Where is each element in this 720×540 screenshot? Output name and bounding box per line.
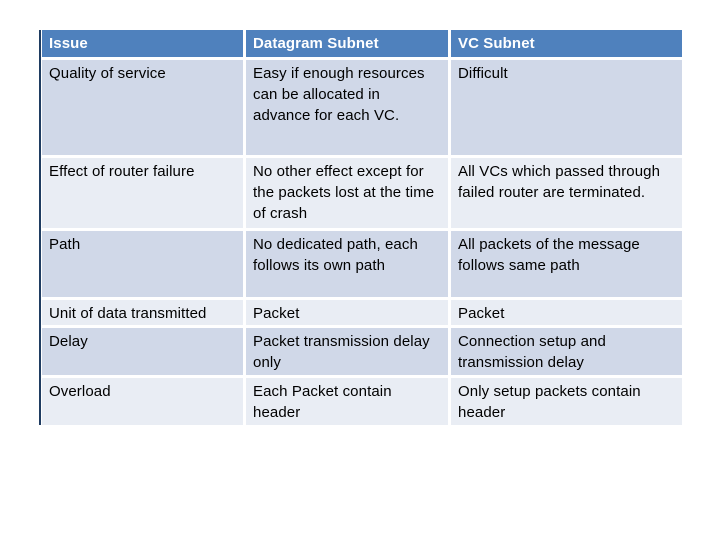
row-quality-issue-cell: Quality of service [42, 60, 243, 155]
row-overload-datagram-cell: Each Packet contain header [246, 378, 448, 425]
table-left-accent-border [39, 30, 41, 425]
row-delay-vc-cell: Connection setup and transmission delay [451, 328, 682, 375]
row-router-failure-datagram-cell: No other effect except for the packets l… [246, 158, 448, 228]
column-header-issue: Issue [42, 30, 243, 57]
row-delay-datagram-cell: Packet transmission delay only [246, 328, 448, 375]
row-overload-issue-cell: Overload [42, 378, 243, 425]
row-unit-issue-cell: Unit of data transmitted [42, 300, 243, 325]
row-router-failure-vc-cell: All VCs which passed through failed rout… [451, 158, 682, 228]
row-quality-datagram-cell: Easy if enough resources can be allocate… [246, 60, 448, 155]
row-quality-vc-cell: Difficult [451, 60, 682, 155]
column-header-datagram-subnet: Datagram Subnet [246, 30, 448, 57]
column-header-vc-subnet: VC Subnet [451, 30, 682, 57]
row-path-issue-cell: Path [42, 231, 243, 297]
row-path-vc-cell: All packets of the message follows same … [451, 231, 682, 297]
row-unit-vc-cell: Packet [451, 300, 682, 325]
row-delay-issue-cell: Delay [42, 328, 243, 375]
row-path-datagram-cell: No dedicated path, each follows its own … [246, 231, 448, 297]
row-overload-vc-cell: Only setup packets contain header [451, 378, 682, 425]
comparison-table: Issue Datagram Subnet VC Subnet Quality … [42, 30, 682, 425]
row-router-failure-issue-cell: Effect of router failure [42, 158, 243, 228]
row-unit-datagram-cell: Packet [246, 300, 448, 325]
